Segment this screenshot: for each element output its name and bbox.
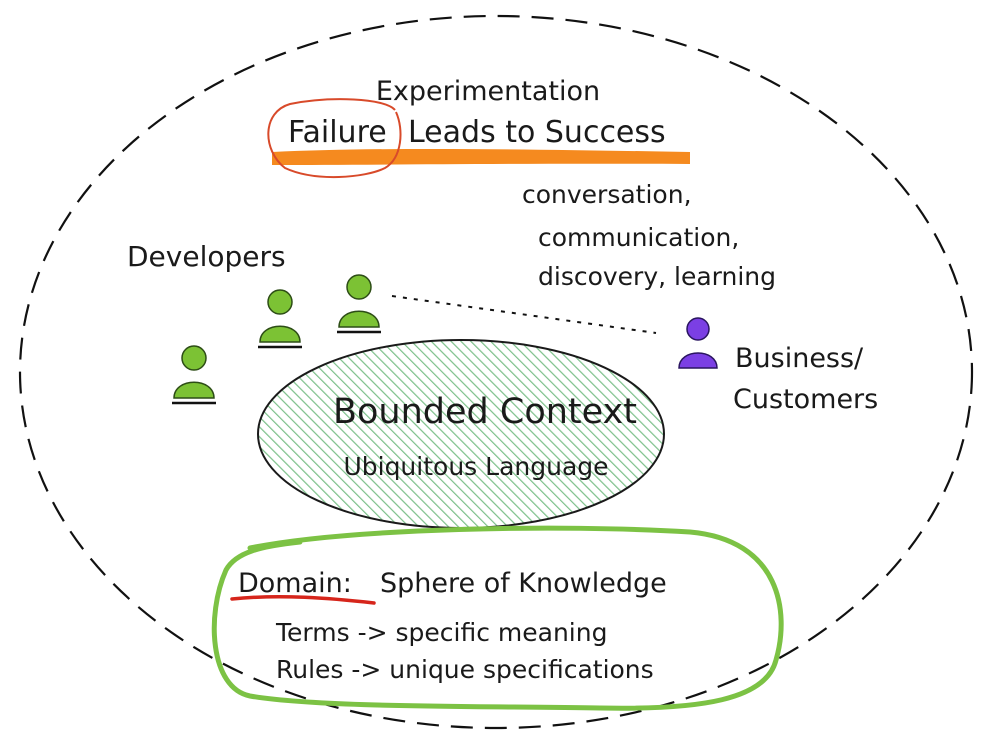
developers-label: Developers [127,240,286,273]
failure-word: Failure [288,115,387,150]
domain-underline [230,594,376,605]
dotted-connection-line [391,295,657,334]
experimentation-label: Experimentation [376,76,600,107]
header-highlight-stroke [272,148,690,165]
bounded-context-title: Bounded Context [333,392,637,432]
customer-person-icon [678,317,718,369]
rules-specifications-label: Rules -> unique specifications [276,655,654,684]
outer-boundary-ellipse [18,14,974,730]
domain-definition: Sphere of Knowledge [380,568,667,599]
conversation-line-3: discovery, learning [538,262,776,291]
conversation-line-1: conversation, [522,180,692,209]
bounded-context-ellipse [257,339,665,529]
failure-circle [267,98,402,179]
business-label: Business/ [735,343,864,374]
conversation-line-2: communication, [538,223,739,252]
developer-person-icon [172,345,216,405]
domain-term: Domain: [238,568,352,599]
customers-label: Customers [733,384,878,415]
leads-to-success-label: Leads to Success [408,115,666,150]
terms-meaning-label: Terms -> specific meaning [275,618,607,647]
developer-person-icon [258,289,302,349]
developer-person-icon [337,274,381,334]
ubiquitous-language-label: Ubiquitous Language [343,452,608,481]
domain-box-outline [211,525,784,711]
